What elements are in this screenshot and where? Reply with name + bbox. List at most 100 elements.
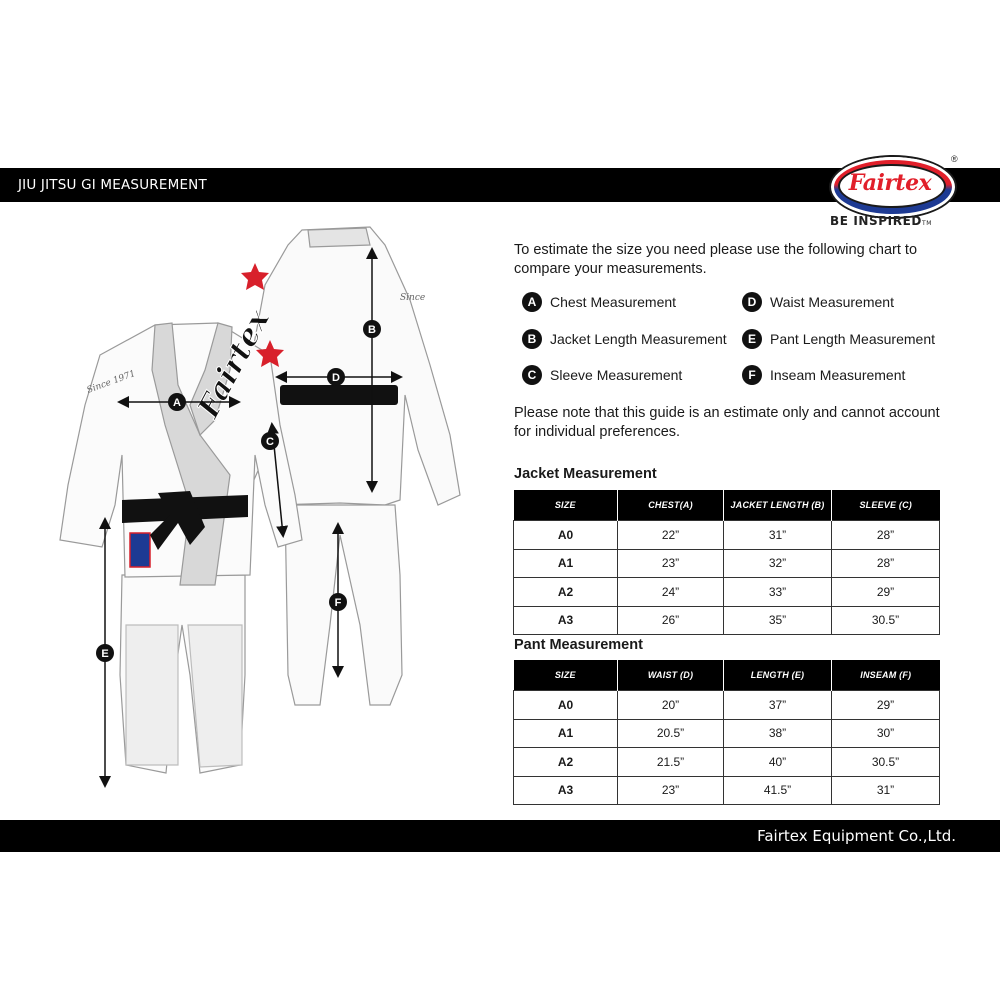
column-header: JACKET LENGTH (B) (723, 490, 832, 521)
table-cell: 21.5” (617, 747, 724, 777)
size-cell: A2 (513, 747, 618, 777)
legend-item-d: D Waist Measurement (742, 292, 894, 312)
table-cell: 23” (617, 548, 724, 578)
jacket-section-title: Jacket Measurement (514, 466, 657, 482)
jacket-size-table: SIZE CHEST(A) JACKET LENGTH (B) SLEEVE (… (513, 490, 940, 635)
marker-f-label: F (335, 597, 342, 609)
front-view-gi (59, 322, 303, 774)
marker-e-label: E (101, 648, 108, 660)
marker-a-label: A (173, 397, 181, 409)
legend-badge-a: A (522, 292, 542, 312)
table-header-row: SIZE CHEST(A) JACKET LENGTH (B) SLEEVE (… (513, 490, 940, 521)
table-cell: 28” (831, 548, 940, 578)
table-header-row: SIZE WAIST (D) LENGTH (E) INSEAM (F) (513, 660, 940, 691)
table-cell: 26” (617, 605, 724, 635)
table-cell: 20” (617, 690, 724, 720)
legend-label-e: Pant Length Measurement (770, 331, 935, 347)
size-cell: A1 (513, 548, 618, 578)
back-shoulder-star-icon (241, 263, 269, 290)
table-cell: 30.5” (831, 747, 940, 777)
table-cell: 33” (723, 577, 832, 607)
legend-item-e: E Pant Length Measurement (742, 329, 935, 349)
table-cell: 37” (723, 690, 832, 720)
table-cell: 22” (617, 520, 724, 550)
size-cell: A0 (513, 690, 618, 720)
pant-section-title: Pant Measurement (514, 637, 643, 653)
table-row: A3 26” 35” 30.5” (513, 605, 940, 635)
legend-badge-c: C (522, 365, 542, 385)
column-header: SIZE (513, 660, 618, 691)
logo-tagline-text: BE INSPIRED (830, 214, 922, 228)
marker-b-badge (363, 320, 381, 338)
table-row: A0 22” 31” 28” (513, 520, 940, 550)
marker-e-badge (96, 644, 114, 662)
legend-badge-e: E (742, 329, 762, 349)
fairtex-logo: Fairtex ® BE INSPIREDTM (826, 152, 976, 232)
table-row: A1 23” 32” 28” (513, 548, 940, 578)
pant-size-table: SIZE WAIST (D) LENGTH (E) INSEAM (F) A0 … (513, 660, 940, 805)
legend-item-f: F Inseam Measurement (742, 365, 905, 385)
legend-item-a: A Chest Measurement (522, 292, 676, 312)
table-cell: 29” (831, 577, 940, 607)
table-cell: 30” (831, 718, 940, 748)
back-belt (280, 385, 398, 405)
registered-mark: ® (951, 154, 958, 164)
size-cell: A1 (513, 718, 618, 748)
legend-item-b: B Jacket Length Measurement (522, 329, 727, 349)
table-cell: 32” (723, 548, 832, 578)
legend-label-a: Chest Measurement (550, 294, 677, 310)
table-row: A1 20.5” 38” 30” (513, 718, 940, 748)
table-row: A2 21.5” 40” 30.5” (513, 747, 940, 777)
table-cell: 35” (723, 605, 832, 635)
flag-patch-icon (129, 532, 151, 568)
marker-f-badge (329, 593, 347, 611)
table-cell: 38” (723, 718, 832, 748)
belt-knot (150, 491, 205, 550)
column-header: INSEAM (F) (831, 660, 940, 691)
table-cell: 30.5” (831, 605, 940, 635)
column-header: CHEST(A) (617, 490, 724, 521)
size-cell: A3 (513, 775, 618, 805)
column-header: SLEEVE (C) (831, 490, 940, 521)
shoulder-star-icon (256, 340, 284, 367)
size-cell: A3 (513, 605, 618, 635)
intro-text: To estimate the size you need please use… (514, 242, 918, 277)
marker-c-badge (261, 432, 279, 450)
company-name: Fairtex Equipment Co.,Ltd. (757, 827, 956, 845)
size-cell: A0 (513, 520, 618, 550)
size-cell: A2 (513, 577, 618, 607)
table-cell: 41.5” (723, 775, 832, 805)
disclaimer-note: Please note that this guide is an estima… (514, 405, 940, 440)
legend-badge-b: B (522, 329, 542, 349)
table-cell: 31” (831, 775, 940, 805)
legend-label-b: Jacket Length Measurement (550, 331, 727, 347)
column-header: WAIST (D) (617, 660, 724, 691)
logo-inner-oval (838, 164, 946, 208)
column-header: LENGTH (E) (723, 660, 832, 691)
marker-d-label: D (332, 372, 340, 384)
table-row: A3 23” 41.5” 31” (513, 775, 940, 805)
table-cell: 24” (617, 577, 724, 607)
table-cell: 23” (617, 775, 724, 805)
table-cell: 31” (723, 520, 832, 550)
legend-item-c: C Sleeve Measurement (522, 365, 682, 385)
table-cell: 20.5” (617, 718, 724, 748)
marker-c-label: C (266, 436, 274, 448)
table-row: A2 24” 33” 29” (513, 577, 940, 607)
logo-tagline: BE INSPIREDTM (830, 214, 932, 228)
logo-wordmark: Fairtex (848, 170, 932, 196)
column-header: SIZE (513, 490, 618, 521)
legend-label-c: Sleeve Measurement (550, 367, 683, 383)
marker-a-badge (168, 393, 186, 411)
table-cell: 40” (723, 747, 832, 777)
legend-label-d: Waist Measurement (770, 294, 894, 310)
back-script: Since (400, 293, 425, 303)
table-cell: 29” (831, 690, 940, 720)
marker-b-label: B (368, 324, 376, 336)
trademark-mark: TM (921, 220, 932, 227)
marker-d-badge (327, 368, 345, 386)
table-cell: 28” (831, 520, 940, 550)
legend-badge-d: D (742, 292, 762, 312)
table-row: A0 20” 37” 29” (513, 690, 940, 720)
legend-label-f: Inseam Measurement (770, 367, 906, 383)
